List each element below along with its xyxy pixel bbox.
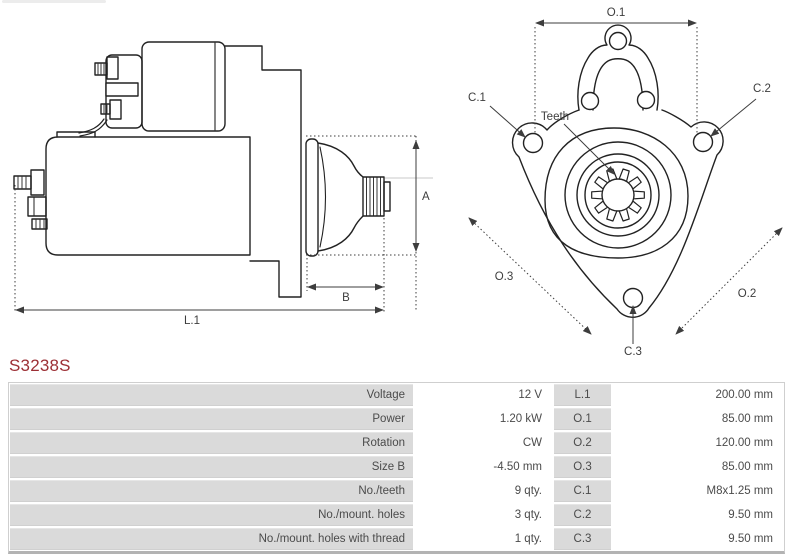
dim-value-cell: 85.00 mm (613, 408, 783, 430)
mounting-holes (522, 131, 714, 309)
dim-label-l1: L.1 (184, 315, 200, 327)
part-number: S3238S (9, 356, 71, 375)
front-view-extension-lines (534, 27, 698, 140)
dim-value-cell: 85.00 mm (613, 456, 783, 478)
spec-label-cell: No./teeth (10, 480, 413, 502)
teeth-callout-label: Teeth (541, 111, 569, 123)
dim-value-cell: 9.50 mm (613, 528, 783, 550)
spec-label-cell: No./mount. holes (10, 504, 413, 526)
spec-label-cell: Power (10, 408, 413, 430)
dim-label-c2: C.2 (753, 83, 771, 95)
dim-label-o3: O.3 (495, 271, 514, 283)
spec-label-cell: Rotation (10, 432, 413, 454)
spec-value-cell: 3 qty. (415, 504, 552, 526)
dim-label-b: B (342, 292, 350, 304)
dim-value-cell: 9.50 mm (613, 504, 783, 526)
dim-label-cell: C.2 (554, 504, 611, 526)
dim-value-cell: M8x1.25 mm (613, 480, 783, 502)
spec-table: Voltage 12 V L.1 200.00 mm Power 1.20 kW… (8, 382, 785, 554)
dim-value-cell: 120.00 mm (613, 432, 783, 454)
dim-value-cell: 200.00 mm (613, 384, 783, 406)
spec-label-cell: Size B (10, 456, 413, 478)
spec-label-cell: Voltage (10, 384, 413, 406)
dim-label-o1: O.1 (607, 7, 626, 19)
starter-side-view-diagram: A B L.1 (13, 41, 433, 327)
dim-label-o2: O.2 (738, 288, 757, 300)
side-view-dimensions (14, 135, 420, 314)
dim-label-c3: C.3 (624, 346, 642, 356)
dim-label-cell: C.3 (554, 528, 611, 550)
spec-value-cell: -4.50 mm (415, 456, 552, 478)
spec-value-cell: CW (415, 432, 552, 454)
dim-label-cell: O.2 (554, 432, 611, 454)
scan-artifact (2, 0, 106, 3)
pinion-teeth (591, 168, 645, 222)
starter-front-outline (511, 24, 724, 318)
front-view-dimensions (468, 19, 783, 344)
dim-label-c1: C.1 (468, 92, 486, 104)
dim-label-cell: O.1 (554, 408, 611, 430)
dim-label-cell: L.1 (554, 384, 611, 406)
spec-value-cell: 1.20 kW (415, 408, 552, 430)
dim-label-cell: O.3 (554, 456, 611, 478)
dim-label-cell: C.1 (554, 480, 611, 502)
starter-front-view-diagram: O.1 C.1 C.2 Teeth O.3 O.2 C.3 (468, 7, 783, 356)
spec-value-cell: 9 qty. (415, 480, 552, 502)
spec-label-cell: No./mount. holes with thread (10, 528, 413, 550)
spec-value-cell: 12 V (415, 384, 552, 406)
starter-side-outline (13, 41, 391, 298)
spec-value-cell: 1 qty. (415, 528, 552, 550)
dim-label-a: A (422, 191, 430, 203)
